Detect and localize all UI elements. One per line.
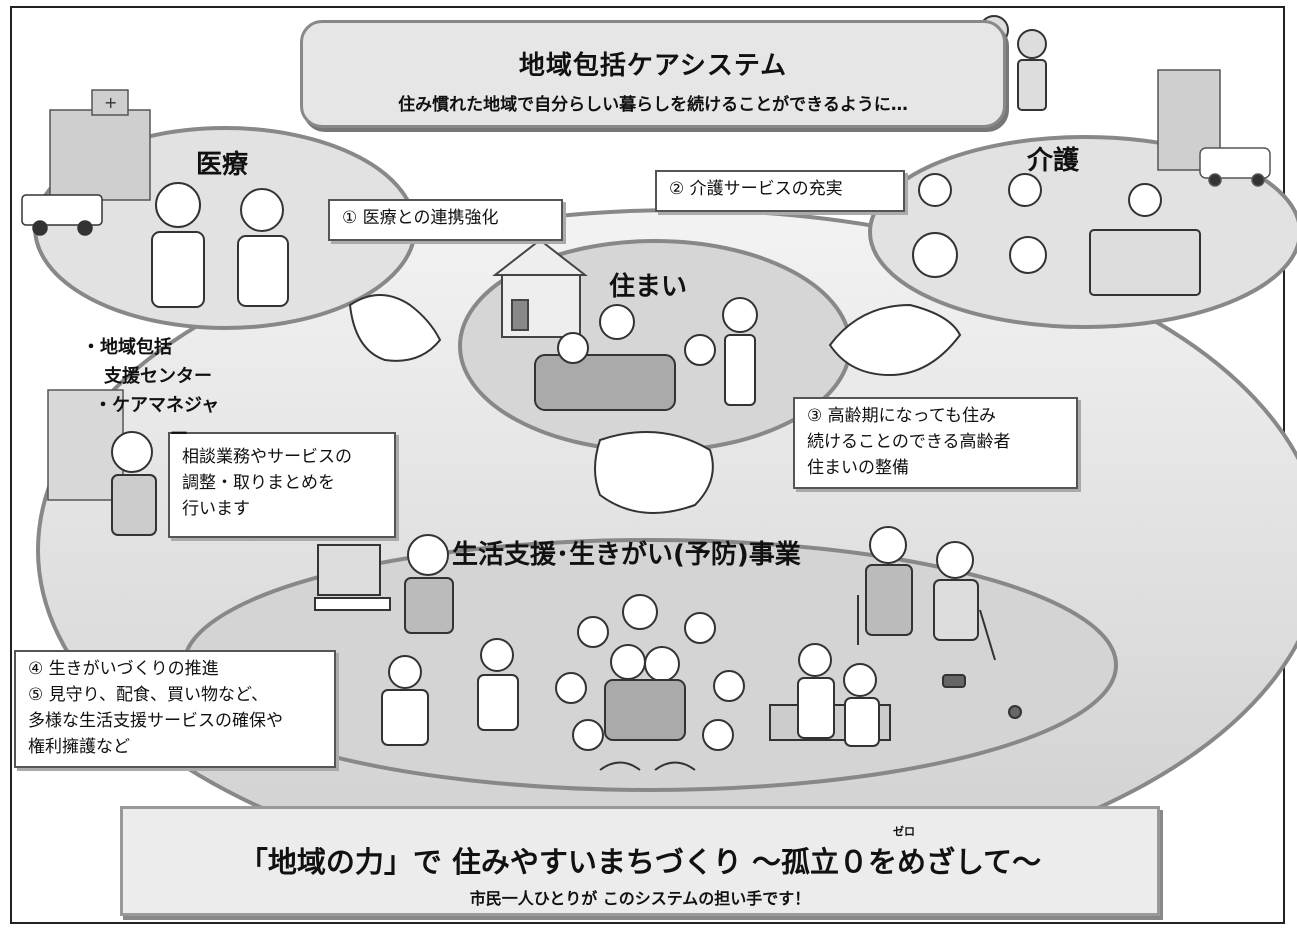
consult-text-1: 相談業務やサービスの <box>182 447 352 467</box>
medical-label: 医療 <box>196 150 249 180</box>
footer-banner: ゼロ 「地域の力」で 住みやすいまちづくり ～孤立０をめざして～ 市民一人ひとり… <box>120 806 1160 916</box>
title-banner: 地域包括ケアシステム 住み慣れた地域で自分らしい暮らしを続けることができるように… <box>300 20 1006 128</box>
svg-text:+: + <box>104 93 117 112</box>
center-list-line-3: ・ケアマネジャ <box>94 395 220 416</box>
housing-text-1: ③ 高齢期になっても住み <box>807 406 996 426</box>
doctor-nurse-illustration <box>151 182 289 308</box>
life-text-3: 多様な生活支援サービスの確保や <box>28 711 283 731</box>
life-support-label: 生活支援･生きがい(予防)事業 <box>452 540 801 570</box>
support-center-illustration <box>47 389 124 501</box>
care-label: 介護 <box>1027 146 1080 176</box>
medical-link-callout: ① 医療との連携強化 <box>328 199 563 241</box>
gateball-players-illustration <box>857 526 1022 719</box>
housing-callout: ③ 高齢期になっても住み 続けることのできる高齢者 住まいの整備 <box>793 397 1078 489</box>
housing-label: 住まい <box>609 272 688 302</box>
consult-text-2: 調整・取りまとめを <box>182 473 335 493</box>
walking-support-illustration <box>769 643 891 747</box>
consult-text-3: 行います <box>182 499 250 519</box>
care-people-illustration <box>912 173 1201 296</box>
care-facility-illustration <box>1157 69 1271 187</box>
medical-link-text: ① 医療との連携強化 <box>342 208 499 228</box>
care-service-callout: ② 介護サービスの充実 <box>655 170 905 212</box>
center-list-line-1: ・地域包括 <box>82 337 172 358</box>
house-illustration <box>492 238 588 338</box>
care-manager-illustration <box>111 431 157 536</box>
hospital-illustration: + <box>49 89 151 201</box>
family-illustration <box>534 297 758 411</box>
footer-main-text: 「地域の力」で 住みやすいまちづくり ～孤立０をめざして～ <box>238 845 1042 879</box>
support-center-list: ・地域包括 支援センター ・ケアマネジャ ー <box>82 333 219 449</box>
housing-text-3: 住まいの整備 <box>807 458 909 478</box>
exercise-people-illustration <box>381 638 519 746</box>
handshake-right-illustration <box>828 303 962 377</box>
community-crowd-illustration <box>555 594 745 771</box>
ambulance-illustration <box>21 194 103 236</box>
center-list-line-4: ー <box>170 424 188 445</box>
life-support-callout: ④ 生きがいづくりの推進 ⑤ 見守り、配食、買い物など、 多様な生活支援サービス… <box>14 650 336 768</box>
consult-callout: 相談業務やサービスの 調整・取りまとめを 行います <box>168 432 396 538</box>
housing-text-2: 続けることのできる高齢者 <box>807 432 1011 452</box>
center-list-line-2: 支援センター <box>104 366 212 387</box>
footer-main-wrap: ゼロ 「地域の力」で 住みやすいまちづくり ～孤立０をめざして～ <box>123 825 1157 881</box>
care-service-text: ② 介護サービスの充実 <box>669 179 843 199</box>
diagram-subtitle: 住み慣れた地域で自分らしい暮らしを続けることができるように… <box>398 95 908 115</box>
life-text-2: ⑤ 見守り、配食、買い物など、 <box>28 685 269 705</box>
life-text-4: 権利擁護など <box>28 737 130 757</box>
diagram-title: 地域包括ケアシステム <box>518 51 788 81</box>
footer-ruby: ゼロ <box>893 825 915 838</box>
computer-user-illustration <box>314 534 454 634</box>
handshake-center-illustration <box>594 431 714 514</box>
handshake-left-illustration <box>348 294 442 362</box>
life-text-1: ④ 生きがいづくりの推進 <box>28 659 219 679</box>
footer-sub-text: 市民一人ひとりが このシステムの担い手です！ <box>469 889 811 908</box>
